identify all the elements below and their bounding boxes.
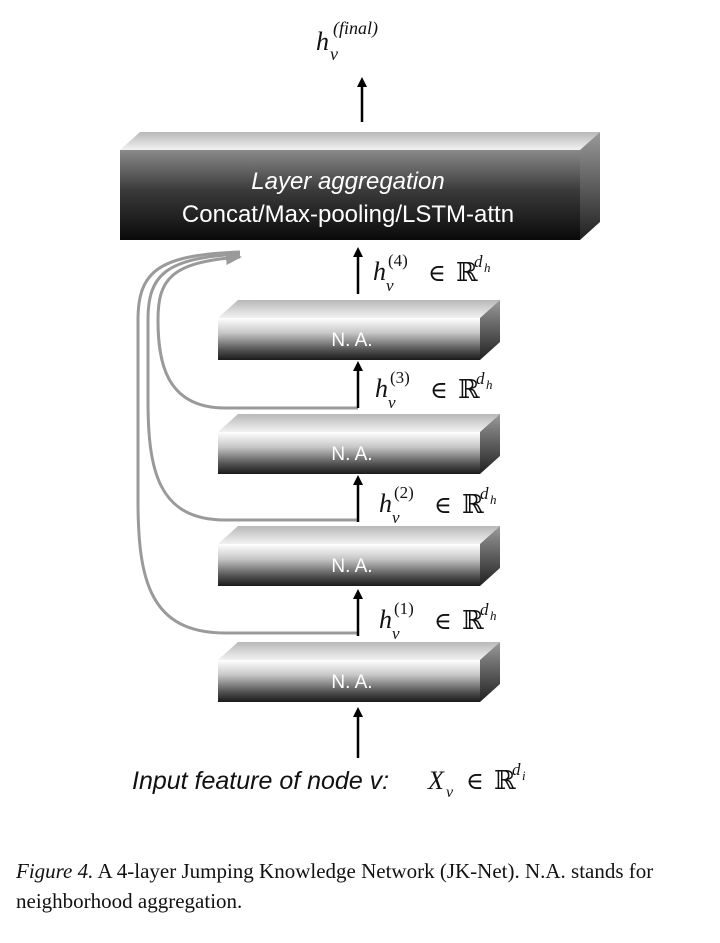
svg-text:(1): (1) <box>394 599 414 618</box>
svg-text:h: h <box>490 608 497 623</box>
skip-connections <box>136 250 358 635</box>
aggregation-top <box>120 132 600 150</box>
hidden-label-4: h v (4) ∈ ℝ d h <box>373 251 491 295</box>
output-label: h v (final) <box>316 18 378 64</box>
svg-text:ℝ: ℝ <box>462 606 484 635</box>
svg-text:d: d <box>480 600 489 619</box>
skip-connection-3 <box>156 251 358 410</box>
svg-text:∈: ∈ <box>434 493 452 519</box>
input-dim: d <box>512 760 521 779</box>
skip-connection-1 <box>136 250 358 635</box>
svg-text:d: d <box>476 369 485 388</box>
input-space: ℝ <box>494 766 516 795</box>
na-layer-label: N. A. <box>331 444 372 465</box>
input-var: X <box>427 766 445 795</box>
svg-text:d: d <box>474 252 483 271</box>
svg-text:h: h <box>375 374 388 403</box>
output-sup: (final) <box>333 18 378 39</box>
svg-text:ℝ: ℝ <box>458 375 480 404</box>
hidden-label-3: h v (3) ∈ ℝ d h <box>375 368 493 412</box>
output-sub: v <box>330 44 338 64</box>
svg-text:h: h <box>379 605 392 634</box>
na-layer-1: N. A. <box>218 642 500 702</box>
na-layer-label: N. A. <box>331 556 372 577</box>
input-dim-sub: i <box>522 768 526 783</box>
svg-text:(2): (2) <box>394 483 414 502</box>
figure-caption: Figure 4. A 4-layer Jumping Knowledge Ne… <box>16 856 716 916</box>
aggregation-side <box>580 132 600 240</box>
svg-text:ℝ: ℝ <box>456 258 478 287</box>
svg-text:v: v <box>392 624 400 643</box>
svg-text:h: h <box>486 377 493 392</box>
svg-text:h: h <box>373 257 386 286</box>
na-layer-label: N. A. <box>331 672 372 693</box>
svg-text:v: v <box>388 393 396 412</box>
hidden-label-1: h v (1) ∈ ℝ d h <box>379 599 497 643</box>
aggregation-title: Layer aggregation <box>251 168 444 195</box>
input-text: Input feature of node v: <box>132 767 389 795</box>
na-layer-4: N. A. <box>218 300 500 360</box>
svg-text:ℝ: ℝ <box>462 490 484 519</box>
na-layer-3: N. A. <box>218 414 500 474</box>
svg-text:∈: ∈ <box>434 609 452 635</box>
aggregation-subtitle: Concat/Max-pooling/LSTM-attn <box>182 201 514 228</box>
caption-text: A 4-layer Jumping Knowledge Network (JK-… <box>16 859 654 913</box>
caption-figure-number: Figure 4. <box>16 859 94 883</box>
hidden-label-2: h v (2) ∈ ℝ d h <box>379 483 497 527</box>
aggregation-front <box>120 150 580 240</box>
na-layer-2: N. A. <box>218 526 500 586</box>
svg-text:d: d <box>480 484 489 503</box>
svg-text:(4): (4) <box>388 251 408 270</box>
output-base: h <box>316 27 329 56</box>
svg-text:(3): (3) <box>390 368 410 387</box>
skip-connection-2 <box>146 252 358 522</box>
svg-text:h: h <box>484 260 491 275</box>
layer-aggregation-block: Layer aggregation Concat/Max-pooling/LST… <box>120 132 600 240</box>
input-var-sub: v <box>446 784 454 801</box>
svg-text:∈: ∈ <box>428 261 446 287</box>
svg-text:h: h <box>379 489 392 518</box>
svg-text:v: v <box>392 508 400 527</box>
input-in: ∈ <box>466 769 484 795</box>
svg-text:∈: ∈ <box>430 378 448 404</box>
svg-text:v: v <box>386 276 394 295</box>
na-layer-label: N. A. <box>331 330 372 351</box>
svg-text:h: h <box>490 492 497 507</box>
input-feature-label: Input feature of node v: X v ∈ ℝ d i <box>132 760 526 801</box>
